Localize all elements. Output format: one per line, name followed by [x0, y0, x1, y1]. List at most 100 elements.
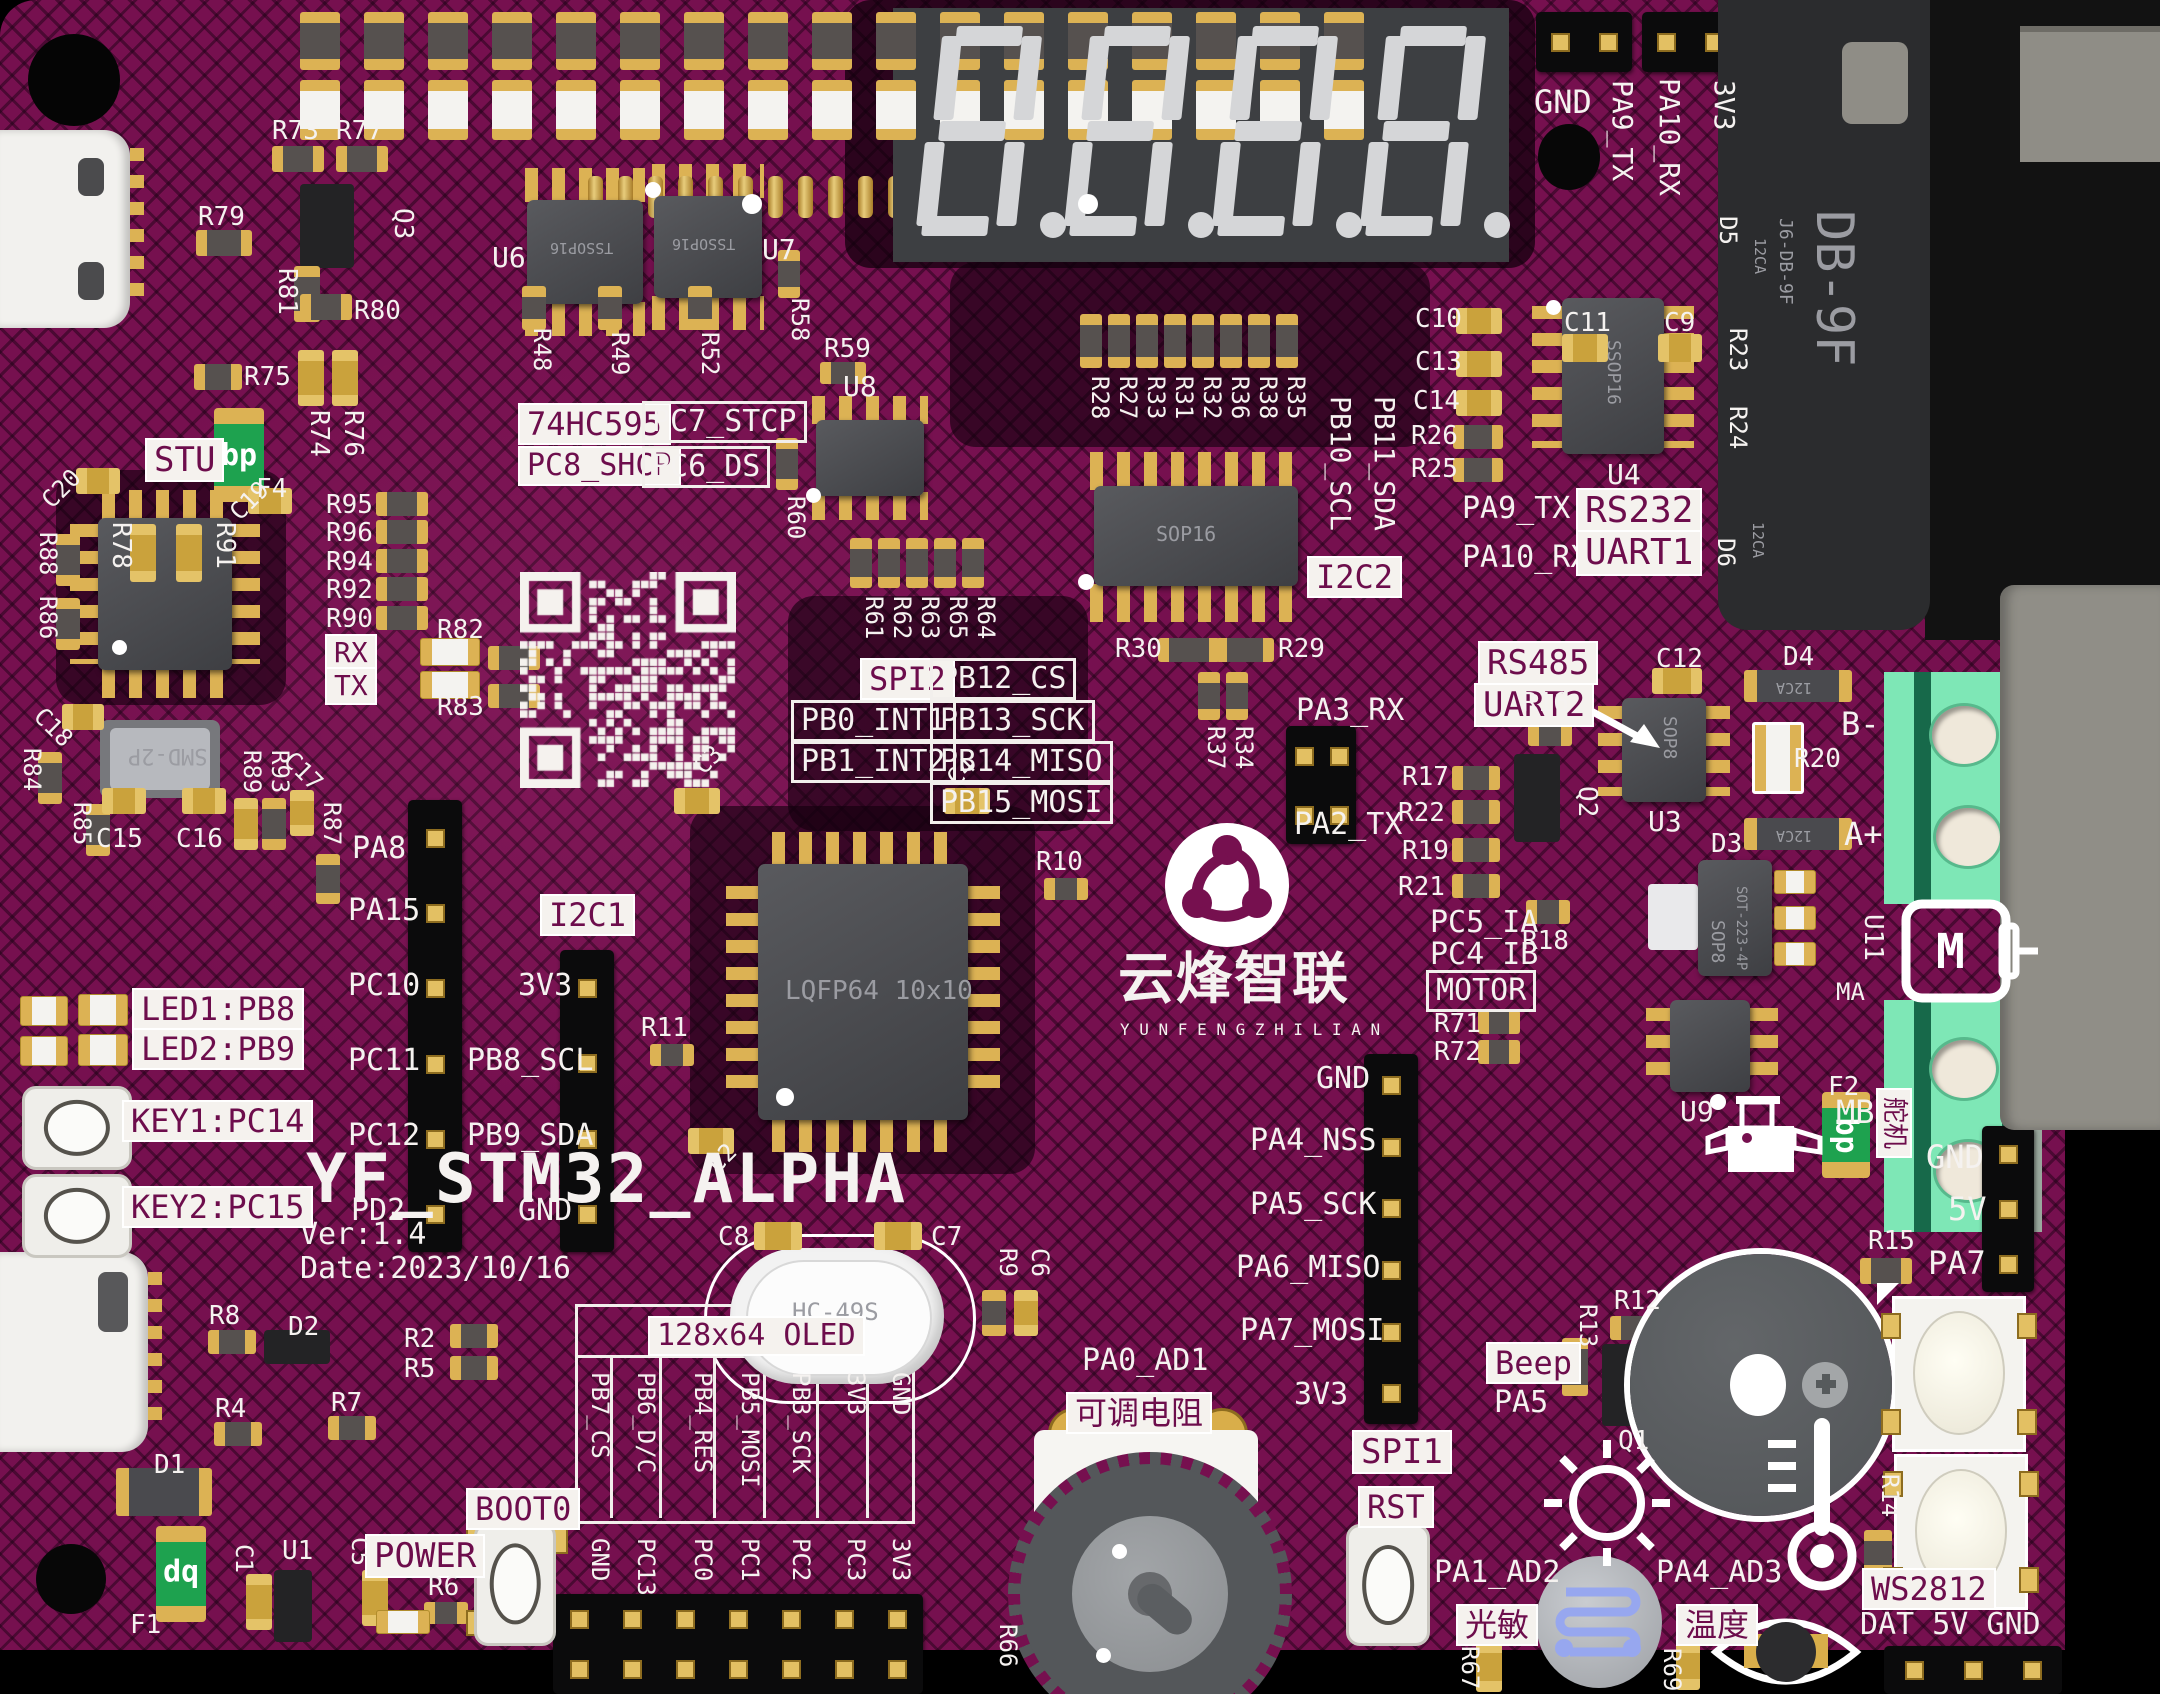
label-led2: LED2:PB9 — [132, 1028, 305, 1070]
label-pa10rx2: PA10_RX — [1462, 540, 1589, 575]
display-pin — [828, 176, 843, 218]
header-i2c1[interactable] — [560, 950, 614, 1252]
segment-resistor — [876, 12, 916, 70]
label-r75: R75 — [244, 362, 291, 392]
key2-button[interactable] — [22, 1174, 132, 1258]
mounting-hole-topright — [1538, 124, 1600, 190]
header-pin — [887, 1610, 907, 1629]
header-pin — [1382, 1199, 1401, 1219]
header-pin — [1329, 805, 1349, 825]
label-r10: R10 — [1036, 847, 1083, 877]
segment-resistor — [620, 12, 660, 70]
label-r38: R38 — [1254, 376, 1282, 420]
display-pin — [798, 176, 813, 218]
led2 — [20, 1036, 68, 1066]
smd-component — [1198, 672, 1220, 720]
smd-component — [1452, 874, 1500, 898]
label-led1: LED1:PB8 — [132, 988, 305, 1030]
label-r65: R65 — [944, 596, 972, 640]
label-r14: R14 — [1876, 1474, 1904, 1518]
label-ob2: PC13 — [632, 1538, 660, 1596]
label-boot0: BOOT0 — [466, 1488, 581, 1530]
label-r48: R48 — [528, 328, 556, 372]
label-u6: U6 — [492, 241, 526, 274]
smd-component — [1158, 638, 1220, 662]
smd-component — [272, 146, 324, 172]
smd-component — [424, 1602, 468, 1624]
smd-component — [1452, 838, 1500, 862]
label-r95: R95 — [326, 490, 373, 520]
label-pb8scl: PB8_SCL — [467, 1043, 594, 1078]
label-pc7stcp: PC7_STCP — [642, 401, 807, 443]
usb-c-connector-top[interactable] — [0, 130, 144, 328]
header-pin — [1382, 1075, 1401, 1095]
header-pa3-pa2[interactable] — [1286, 726, 1356, 844]
label-r30: R30 — [1115, 634, 1162, 664]
header-spi1[interactable] — [1364, 1054, 1418, 1424]
key1-button[interactable] — [22, 1086, 132, 1170]
header-gpio-left[interactable] — [408, 800, 462, 1252]
crystal-smd2p — [100, 720, 220, 798]
db9-shell-side — [2000, 585, 2160, 1130]
label-q3: Q3 — [388, 208, 418, 240]
pin1-dot-u8 — [806, 488, 821, 503]
label-r85: R85 — [68, 802, 96, 846]
header-pin — [834, 1610, 854, 1629]
smd-component — [1220, 314, 1242, 368]
label-power: POWER — [365, 1534, 486, 1578]
smd-component — [290, 790, 314, 836]
label-u11: U11 — [1858, 914, 1888, 961]
smd-component — [1136, 314, 1158, 368]
db9-connector[interactable] — [1718, 0, 1930, 630]
potentiometer-knob[interactable] — [1008, 1452, 1292, 1694]
label-r34: R34 — [1230, 726, 1258, 770]
diode-d4 — [1744, 670, 1852, 702]
label-motor: MOTOR — [1426, 970, 1537, 1012]
label-q2: Q2 — [1572, 786, 1602, 818]
darkzone-fanout — [950, 262, 1430, 447]
label-r17: R17 — [1402, 762, 1449, 792]
fuse-f2: bp — [1822, 1092, 1870, 1178]
header-ws2812[interactable] — [1884, 1646, 2062, 1694]
header-servo-power[interactable] — [1982, 1126, 2034, 1292]
label-v33spi: 3V3 — [1294, 1377, 1349, 1412]
smd-component — [1478, 1040, 1520, 1064]
header-pin — [1382, 1137, 1401, 1157]
smd-component — [1456, 351, 1502, 377]
segment-led — [364, 80, 404, 140]
sun-icon — [1544, 1440, 1670, 1566]
label-r74: R74 — [304, 410, 334, 457]
buzzer — [1630, 1254, 1892, 1516]
label-r71: R71 — [1434, 1009, 1481, 1039]
header-uart-gnd-pa9[interactable] — [1536, 12, 1632, 72]
label-pd2: PD2 — [351, 1193, 406, 1228]
servo-icon — [1705, 1096, 1823, 1172]
header-pin — [578, 978, 597, 998]
label-c14: C14 — [1413, 386, 1460, 416]
smd-component — [878, 538, 900, 588]
brand-logo — [1165, 823, 1289, 947]
label-pa1ad2: PA1_AD2 — [1434, 1555, 1561, 1590]
label-ol5: PB3_SCK — [787, 1372, 815, 1474]
label-v33i2c: 3V3 — [518, 968, 573, 1003]
header-oled[interactable] — [553, 1594, 923, 1694]
label-ob7: 3V3 — [887, 1538, 915, 1582]
label-r35: R35 — [1282, 376, 1310, 420]
label-r90: R90 — [326, 604, 373, 634]
boot0-button[interactable] — [474, 1522, 556, 1646]
chip-u6-74hc595 — [527, 200, 643, 304]
label-pc8shcp: PC8_SHCP — [518, 446, 681, 486]
segment-resistor — [684, 12, 724, 70]
header-pin — [1964, 1661, 1983, 1680]
label-r81: R81 — [272, 268, 302, 315]
label-ob5: PC2 — [787, 1538, 815, 1582]
header-pin — [1999, 1200, 2018, 1219]
led1-b — [78, 994, 128, 1026]
pin1-dot-u4 — [1546, 300, 1561, 315]
label-r4: R4 — [215, 1394, 247, 1424]
smd-component — [1452, 800, 1500, 824]
label-hc595: 74HC595 — [518, 403, 671, 445]
label-pa10top: PA10_RX — [1653, 78, 1686, 197]
usb-c-connector-bottom[interactable] — [0, 1252, 162, 1452]
rst-button[interactable] — [1346, 1524, 1430, 1646]
